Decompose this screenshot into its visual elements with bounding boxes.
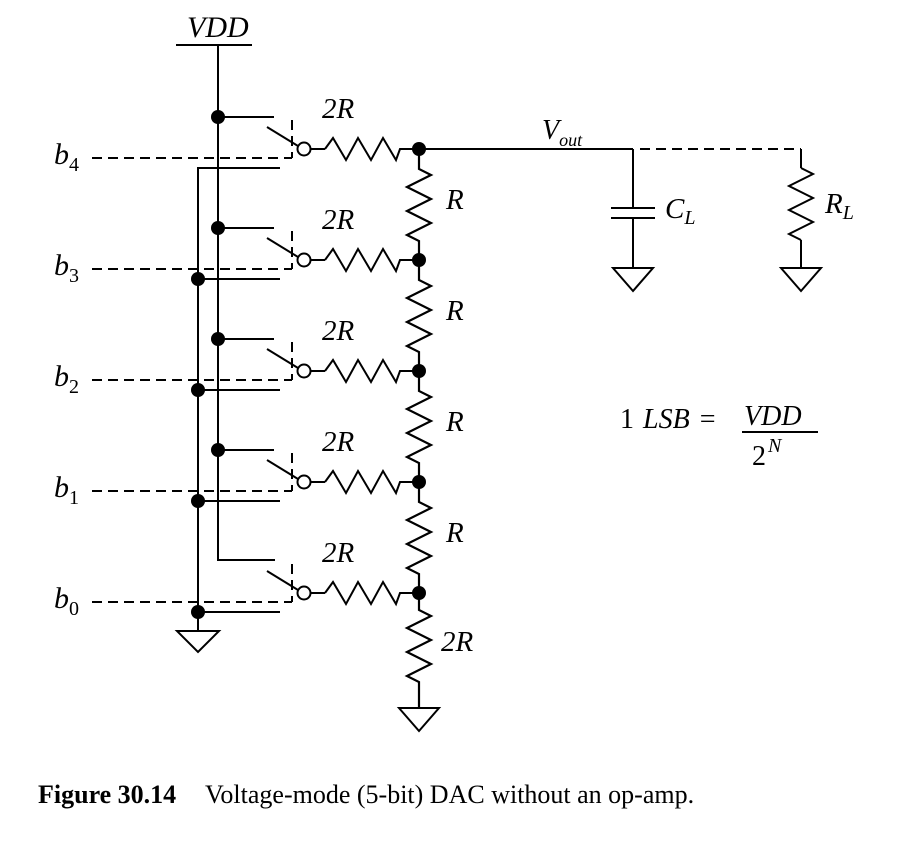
resistor-label-2r-b2: 2R xyxy=(322,315,355,347)
figure-caption: Figure 30.14 Voltage-mode (5-bit) DAC wi… xyxy=(38,780,694,809)
resistor-label-2r-b4: 2R xyxy=(322,93,355,125)
vdd-wire xyxy=(217,45,275,561)
switch-contact-b4 xyxy=(296,141,312,157)
switch-arm-b3 xyxy=(266,237,299,258)
junction-dot xyxy=(211,332,225,346)
junction-dot xyxy=(211,110,225,124)
ground-symbol xyxy=(174,630,222,654)
resistor-2r-b2 xyxy=(324,357,418,385)
junction-dot xyxy=(191,605,205,619)
resistor-2r-b4 xyxy=(324,135,418,163)
junction-dot xyxy=(191,272,205,286)
switch-contact-b2 xyxy=(296,363,312,379)
vdd-label: VDD xyxy=(187,11,249,44)
resistor-label-r-1: R xyxy=(445,184,464,216)
resistor-2r-b3 xyxy=(324,246,418,274)
switch-arm-b0 xyxy=(266,570,299,591)
output-net: Vout xyxy=(419,115,801,150)
bit-row-b3: b3 2R xyxy=(54,204,426,287)
vout-label: Vout xyxy=(542,115,583,150)
bit-label-b2: b2 xyxy=(54,360,79,398)
resistor-label-2r-b1: 2R xyxy=(322,426,355,458)
ground-symbol xyxy=(778,267,824,293)
resistor-label-r-2: R xyxy=(445,295,464,327)
resistor-label-r-3: R xyxy=(445,406,464,438)
bit-row-b1: b1 2R xyxy=(54,426,426,509)
ground-rail xyxy=(174,167,280,654)
bit-row-b0: b0 2R xyxy=(54,537,426,620)
resistor-2r-terminating xyxy=(404,593,434,708)
load-capacitor: CL xyxy=(610,149,695,293)
bit-row-b2: b2 2R xyxy=(54,315,426,398)
cap-label: CL xyxy=(665,193,695,229)
bit-label-b1: b1 xyxy=(54,471,79,509)
resistor-rl xyxy=(786,167,816,241)
switch-contact-b0 xyxy=(296,585,312,601)
resistor-label-2r-terminating: 2R xyxy=(441,626,474,658)
ground-symbol xyxy=(396,707,442,733)
load-resistor: RL xyxy=(778,149,854,293)
resistor-label-2r-b0: 2R xyxy=(322,537,355,569)
vdd-supply-rail: VDD xyxy=(176,11,275,561)
junction-dot xyxy=(211,443,225,457)
resistor-r-2 xyxy=(404,260,434,371)
switch-arm-b1 xyxy=(266,459,299,480)
caption-text: Voltage-mode (5-bit) DAC without an op-a… xyxy=(205,780,694,809)
resistor-2r-b1 xyxy=(324,468,418,496)
junction-dot xyxy=(211,221,225,235)
bit-label-b4: b4 xyxy=(54,138,79,176)
ground-symbol xyxy=(610,267,656,293)
bit-label-b3: b3 xyxy=(54,249,79,287)
resistor-r-3 xyxy=(404,371,434,482)
equation-numerator: VDD xyxy=(744,401,802,432)
bit-label-b0: b0 xyxy=(54,582,79,620)
rl-label: RL xyxy=(824,188,854,224)
resistor-label-2r-b3: 2R xyxy=(322,204,355,236)
junction-dot xyxy=(191,494,205,508)
resistor-2r-b0 xyxy=(324,579,418,607)
switch-contact-b3 xyxy=(296,252,312,268)
switch-arm-b2 xyxy=(266,348,299,369)
resistor-r-1 xyxy=(404,149,434,260)
junction-dot xyxy=(191,383,205,397)
caption-label: Figure 30.14 xyxy=(38,780,176,809)
switch-contact-b1 xyxy=(296,474,312,490)
ground-wire xyxy=(197,167,280,631)
resistor-label-r-4: R xyxy=(445,517,464,549)
switch-arm-b4 xyxy=(266,126,299,147)
resistor-r-4 xyxy=(404,482,434,593)
r2r-ladder: R R R R 2R xyxy=(396,149,474,733)
bit-row-b4: b4 2R xyxy=(54,93,426,176)
